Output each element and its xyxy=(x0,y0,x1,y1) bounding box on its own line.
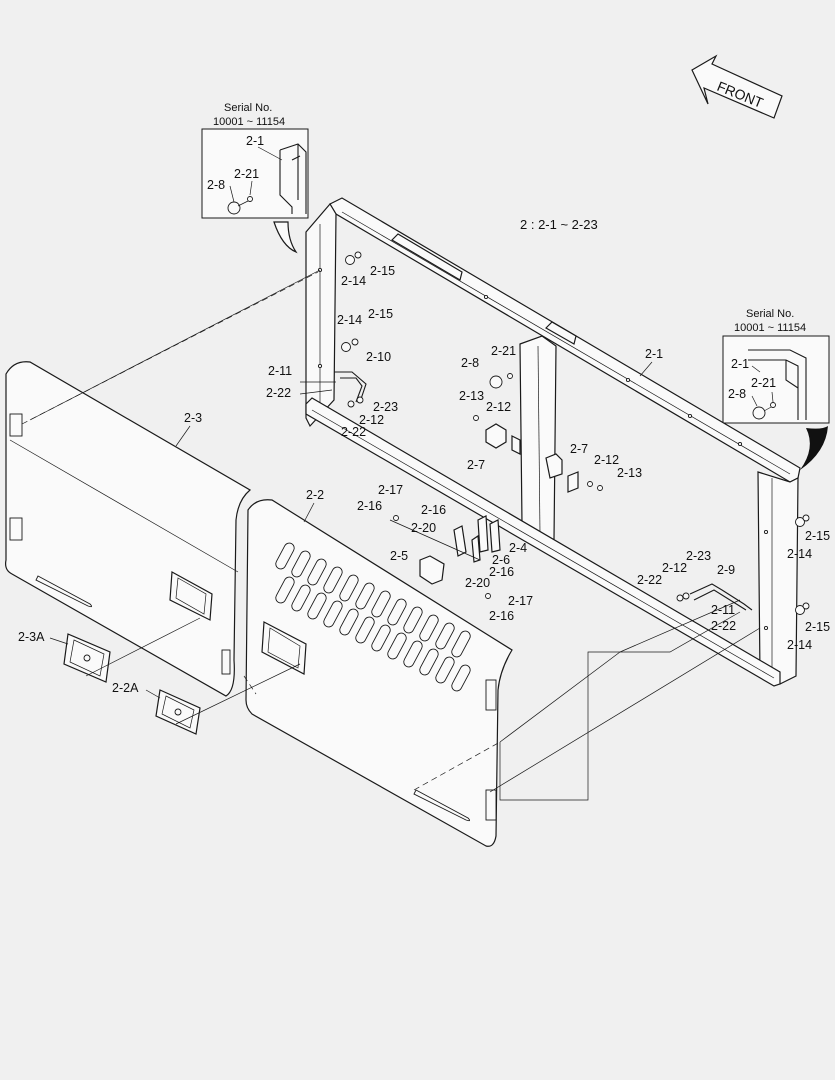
washer-2-14-a xyxy=(345,255,355,265)
label-2-3A: 2-3A xyxy=(18,630,45,644)
screw-2-17-b xyxy=(485,593,491,599)
frame-assembly xyxy=(305,197,801,687)
rod-2-10 xyxy=(334,371,367,403)
latch-bar-2-4-a xyxy=(477,515,489,553)
washer-2-12-a xyxy=(356,396,364,404)
washer-2-14-d xyxy=(795,605,805,615)
label-2-12-d: 2-12 xyxy=(662,561,687,575)
handle-2-3A xyxy=(63,633,111,683)
label-2-12-c: 2-12 xyxy=(594,453,619,467)
label-2-20-b: 2-20 xyxy=(465,576,490,590)
label-2-9: 2-9 xyxy=(717,563,735,577)
label-2-7-a: 2-7 xyxy=(467,458,485,472)
label-2-22-d: 2-22 xyxy=(711,619,736,633)
label-2-15-c: 2-15 xyxy=(805,529,830,543)
bolt-2-13-a xyxy=(473,415,479,421)
washer-2-23-a xyxy=(347,400,355,408)
label-2-23-a: 2-23 xyxy=(373,400,398,414)
washer-2-12-c xyxy=(587,481,593,487)
label-2-3: 2-3 xyxy=(184,411,202,425)
label-2-22-a: 2-22 xyxy=(266,386,291,400)
screw-2-17-a xyxy=(393,515,399,521)
label-2-22-c: 2-22 xyxy=(637,573,662,587)
label-2-17-a: 2-17 xyxy=(378,483,403,497)
label-2-10: 2-10 xyxy=(366,350,391,364)
label-2-21: 2-21 xyxy=(491,344,516,358)
label-2-8-inset-right: 2-8 xyxy=(728,387,746,401)
label-2-4: 2-4 xyxy=(509,541,527,555)
label-2-1-inset-left: 2-1 xyxy=(246,134,264,148)
serial-inset-left-title: Serial No. xyxy=(224,102,272,114)
label-2-8-inset-left: 2-8 xyxy=(207,178,225,192)
label-2-14-a: 2-14 xyxy=(341,274,366,288)
rod-2-9 xyxy=(689,583,753,611)
nut-2-15-b xyxy=(351,338,359,346)
knob-2-8 xyxy=(489,375,503,389)
nut-2-15-c xyxy=(802,514,810,522)
catch-plate-2-7-b xyxy=(567,471,579,493)
label-2-13-a: 2-13 xyxy=(459,389,484,403)
label-2-16-c: 2-16 xyxy=(489,565,514,579)
label-2-14-c: 2-14 xyxy=(787,547,812,561)
label-2-16-d: 2-16 xyxy=(489,609,514,623)
latch-plate-a xyxy=(453,525,467,557)
washer-2-14-b xyxy=(341,342,351,352)
label-2-11-a: 2-11 xyxy=(268,364,292,378)
label-2-12-a: 2-12 xyxy=(359,413,384,427)
louver-grid xyxy=(275,542,471,692)
label-2-1-inset-right: 2-1 xyxy=(731,357,749,371)
serial-inset-left: Serial No. 10001 ~ 11154 xyxy=(201,102,309,219)
catch-2-7-a xyxy=(485,423,507,449)
washer-2-21 xyxy=(507,373,513,379)
catch-2-7-b xyxy=(545,453,563,479)
bracket-2-5 xyxy=(419,555,445,585)
front-arrow: FRONT xyxy=(691,54,783,119)
panel-2-3 xyxy=(5,361,252,697)
label-2-15-a: 2-15 xyxy=(370,264,395,278)
label-2-17-b: 2-17 xyxy=(508,594,533,608)
label-2-22-b: 2-22 xyxy=(341,425,366,439)
serial-inset-right-title: Serial No. xyxy=(746,308,794,320)
label-2-2A: 2-2A xyxy=(112,681,139,695)
label-2-15-d: 2-15 xyxy=(805,620,830,634)
washer-2-23-b xyxy=(682,592,690,600)
label-2-14-d: 2-14 xyxy=(787,638,812,652)
label-2-6: 2-6 xyxy=(492,553,510,567)
label-2-13-b: 2-13 xyxy=(617,466,642,480)
bolt-2-13-b xyxy=(597,485,603,491)
serial-inset-left-range: 10001 ~ 11154 xyxy=(213,116,285,128)
washer-2-14-c xyxy=(795,517,805,527)
label-2-21-inset-right: 2-21 xyxy=(751,376,776,390)
inset-pointer-left xyxy=(273,221,298,254)
inset-pointer-right xyxy=(800,426,828,470)
serial-inset-right: Serial No. 10001 ~ 11154 xyxy=(722,308,830,424)
nut-2-15-a xyxy=(354,251,362,259)
catch-plate-2-7-a xyxy=(511,435,521,455)
nut-2-15-d xyxy=(802,602,810,610)
latch-bar-2-4-b xyxy=(489,519,501,553)
label-2-16-b: 2-16 xyxy=(421,503,446,517)
panel-2-2 xyxy=(245,499,513,847)
label-2-20-a: 2-20 xyxy=(411,521,436,535)
label-2-7-b: 2-7 xyxy=(570,442,588,456)
label-2-16-a: 2-16 xyxy=(357,499,382,513)
label-2-14-b: 2-14 xyxy=(337,313,362,327)
label-2-1-main: 2-1 xyxy=(645,347,663,361)
label-2-2: 2-2 xyxy=(306,488,324,502)
washer-2-12-d xyxy=(676,594,684,602)
label-2-23-b: 2-23 xyxy=(686,549,711,563)
handle-2-2A xyxy=(155,689,201,735)
label-2-12-b: 2-12 xyxy=(486,400,511,414)
label-2-11-b: 2-11 xyxy=(711,603,735,617)
range-note: 2 : 2-1 ~ 2-23 xyxy=(520,217,598,232)
label-2-15-b: 2-15 xyxy=(368,307,393,321)
serial-inset-right-range: 10001 ~ 11154 xyxy=(734,322,806,334)
label-2-8: 2-8 xyxy=(461,356,479,370)
label-2-5: 2-5 xyxy=(390,549,408,563)
label-2-21-inset-left: 2-21 xyxy=(234,167,259,181)
